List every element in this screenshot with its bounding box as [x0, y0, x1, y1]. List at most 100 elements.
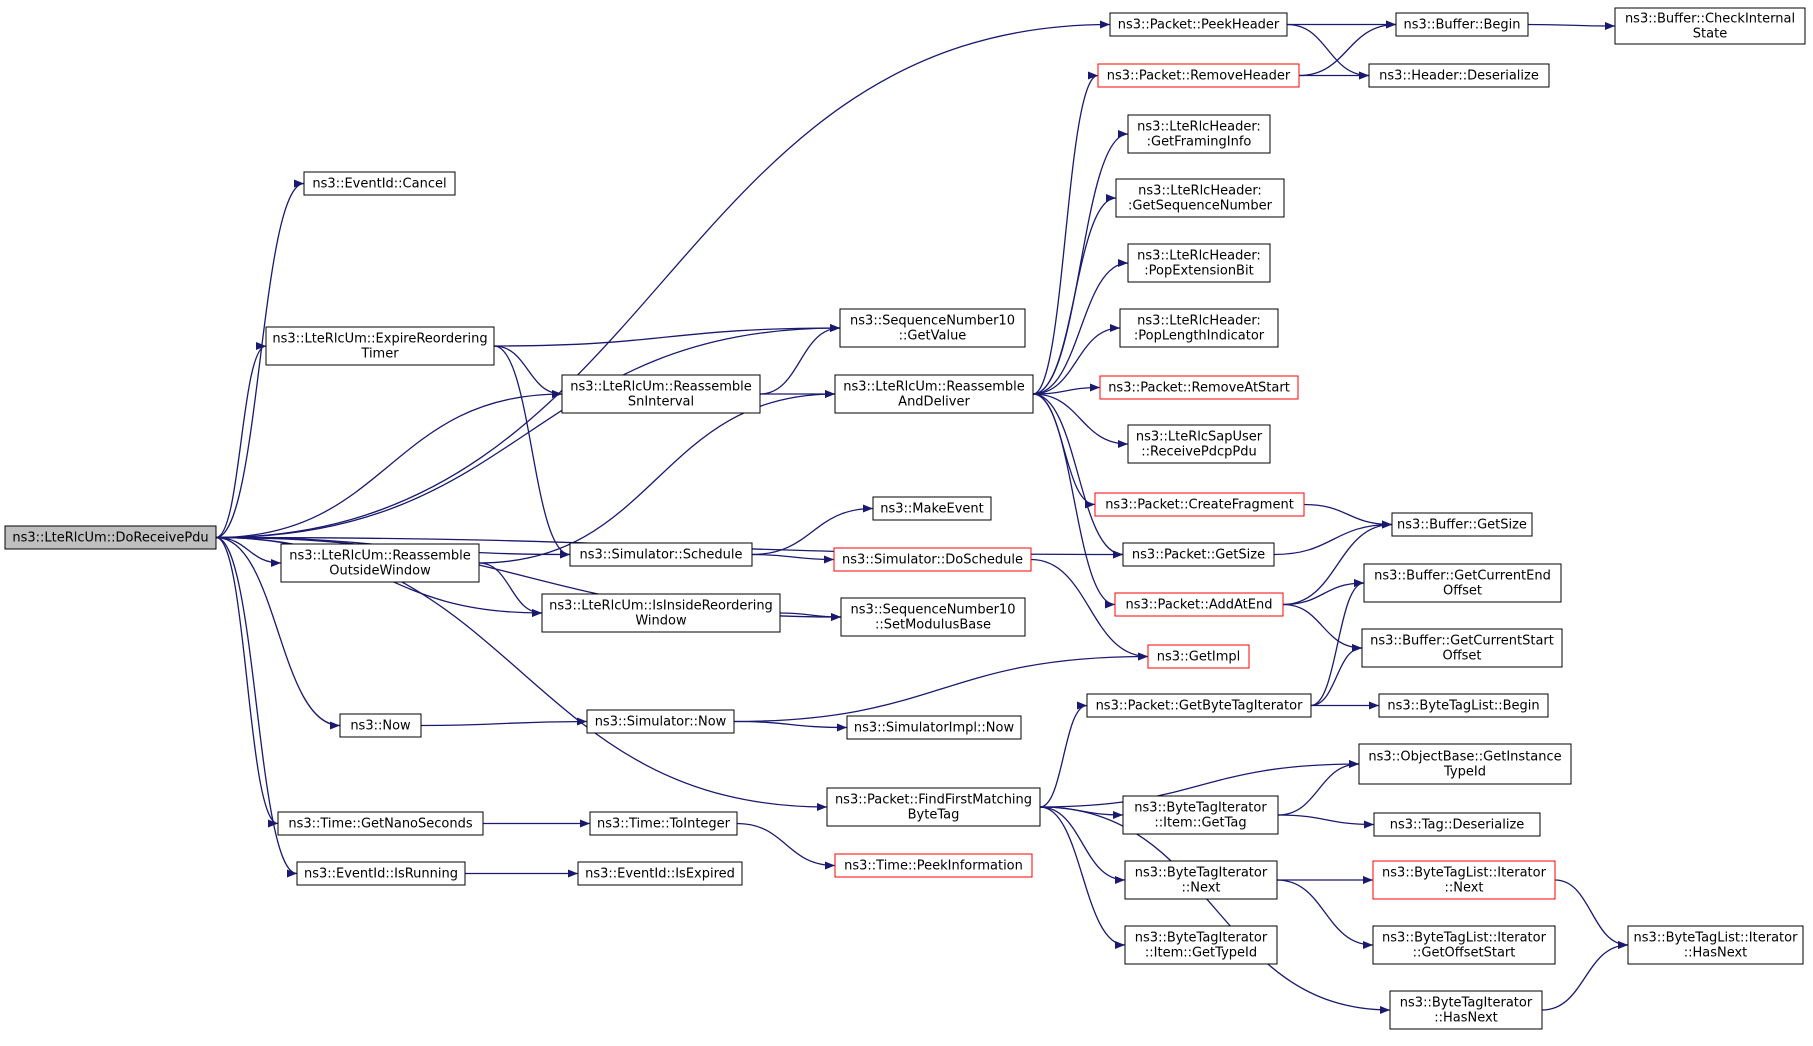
- node-label: ns3::Tag::Deserialize: [1390, 818, 1525, 833]
- node-sim-do-schedule[interactable]: ns3::Simulator::DoSchedule: [833, 547, 1032, 572]
- node-time-to-integer[interactable]: ns3::Time::ToInteger: [589, 811, 738, 836]
- node-label: ns3::ByteTagIterator: [1135, 931, 1268, 946]
- node-label: ::Next: [1181, 881, 1220, 896]
- edge-find-first-matching-byte-tag-to-item-get-type-id: [1039, 806, 1126, 949]
- node-label: ns3::Packet::RemoveAtStart: [1108, 381, 1290, 396]
- node-box: [1124, 925, 1278, 965]
- nodes-layer: ns3::LteRlcUm::DoReceivePduns3::Packet::…: [4, 7, 1806, 1030]
- node-packet-get-size[interactable]: ns3::Packet::GetSize: [1122, 542, 1275, 567]
- node-ns-now[interactable]: ns3::Now: [339, 713, 422, 738]
- node-sim-schedule[interactable]: ns3::Simulator::Schedule: [569, 542, 753, 567]
- node-byte-tag-list-begin[interactable]: ns3::ByteTagList::Begin: [1378, 693, 1549, 718]
- node-box: [586, 709, 735, 734]
- node-label: ::Item::GetTypeId: [1145, 946, 1257, 961]
- node-event-id-cancel[interactable]: ns3::EventId::Cancel: [303, 171, 456, 196]
- node-peek-header[interactable]: ns3::Packet::PeekHeader: [1109, 12, 1288, 37]
- edge-reassemble-and-deliver-to-remove-header: [1032, 71, 1099, 395]
- edge-find-first-matching-byte-tag-to-get-instance-type-id: [1039, 760, 1360, 808]
- edge-peek-header-to-header-deserialize: [1286, 23, 1370, 80]
- node-add-at-end[interactable]: ns3::Packet::AddAtEnd: [1114, 592, 1284, 617]
- node-item-get-tag[interactable]: ns3::ByteTagIterator::Item::GetTag: [1122, 795, 1279, 835]
- edge-sim-schedule-to-sim-do-schedule: [751, 553, 835, 564]
- node-box: [569, 542, 753, 567]
- edge-add-at-end-to-buffer-get-size: [1282, 520, 1393, 606]
- node-label: ns3::ByteTagList::Begin: [1387, 699, 1539, 714]
- node-sim-impl-now[interactable]: ns3::SimulatorImpl::Now: [846, 715, 1022, 740]
- node-box: [1395, 12, 1529, 37]
- node-seq-get-value[interactable]: ns3::SequenceNumber10::GetValue: [839, 308, 1026, 348]
- node-label: ns3::GetImpl: [1157, 650, 1241, 665]
- node-pop-extension-bit[interactable]: ns3::LteRlcHeader::PopExtensionBit: [1127, 243, 1271, 283]
- edge-byte-tag-list-iter-next-to-byte-tag-list-iter-has-next: [1554, 879, 1629, 949]
- node-byte-tag-iter-has-next[interactable]: ns3::ByteTagIterator::HasNext: [1389, 990, 1543, 1030]
- node-label: :PopLengthIndicator: [1134, 329, 1265, 344]
- edge-is-inside-reordering-window-to-set-modulus-base: [779, 612, 842, 621]
- node-get-framing-info[interactable]: ns3::LteRlcHeader::GetFramingInfo: [1127, 114, 1271, 154]
- node-sim-now[interactable]: ns3::Simulator::Now: [586, 709, 735, 734]
- node-label: ns3::Simulator::Now: [595, 715, 727, 730]
- node-label: ns3::ByteTagList::Iterator: [1634, 931, 1799, 946]
- node-pop-length-indicator[interactable]: ns3::LteRlcHeader::PopLengthIndicator: [1119, 308, 1279, 348]
- node-box: [1122, 542, 1275, 567]
- node-remove-at-start[interactable]: ns3::Packet::RemoveAtStart: [1099, 375, 1299, 400]
- node-byte-tag-iter-next[interactable]: ns3::ByteTagIterator::Next: [1124, 860, 1278, 900]
- edge-reassemble-outside-window-to-is-inside-reordering-window: [478, 562, 543, 617]
- node-tag-deserialize[interactable]: ns3::Tag::Deserialize: [1373, 812, 1541, 837]
- node-set-modulus-base[interactable]: ns3::SequenceNumber10::SetModulusBase: [840, 597, 1026, 637]
- node-box: [840, 597, 1026, 637]
- node-label: ::HasNext: [1434, 1011, 1498, 1026]
- node-do-receive-pdu[interactable]: ns3::LteRlcUm::DoReceivePdu: [4, 525, 217, 550]
- node-label: ns3::LteRlcHeader:: [1137, 314, 1261, 329]
- node-buffer-begin[interactable]: ns3::Buffer::Begin: [1395, 12, 1529, 37]
- node-box: [1389, 990, 1543, 1030]
- node-box: [1099, 375, 1299, 400]
- edge-expire-reordering-timer-to-sim-schedule: [493, 345, 571, 559]
- edge-do-receive-pdu-to-ns-now: [215, 536, 341, 730]
- node-get-impl[interactable]: ns3::GetImpl: [1147, 644, 1250, 669]
- node-get-byte-tag-iterator[interactable]: ns3::Packet::GetByteTagIterator: [1086, 693, 1312, 718]
- edge-reassemble-sn-interval-to-seq-get-value: [759, 324, 841, 395]
- node-box: [1115, 178, 1285, 218]
- edge-sim-now-to-sim-impl-now: [733, 720, 848, 732]
- node-box: [4, 525, 217, 550]
- node-box: [280, 543, 480, 583]
- node-event-is-running[interactable]: ns3::EventId::IsRunning: [296, 861, 466, 886]
- node-byte-tag-list-iter-next[interactable]: ns3::ByteTagList::Iterator::Next: [1372, 860, 1556, 900]
- node-label: ns3::LteRlcUm::Reassemble: [289, 549, 471, 564]
- edge-buffer-begin-to-check-internal-state: [1527, 21, 1616, 30]
- node-header-deserialize[interactable]: ns3::Header::Deserialize: [1368, 63, 1550, 88]
- node-box: [589, 811, 738, 836]
- node-get-offset-start[interactable]: ns3::ByteTagList::Iterator::GetOffsetSta…: [1372, 925, 1556, 965]
- node-buffer-get-size[interactable]: ns3::Buffer::GetSize: [1391, 512, 1533, 537]
- node-item-get-type-id[interactable]: ns3::ByteTagIterator::Item::GetTypeId: [1124, 925, 1278, 965]
- node-make-event[interactable]: ns3::MakeEvent: [872, 496, 992, 521]
- node-peek-information[interactable]: ns3::Time::PeekInformation: [834, 853, 1033, 878]
- node-label: ns3::LteRlcSapUser: [1136, 430, 1263, 445]
- edge-reassemble-and-deliver-to-get-sequence-number: [1032, 194, 1117, 395]
- node-label: ns3::Buffer::GetSize: [1397, 518, 1527, 533]
- node-receive-pdcp-pdu[interactable]: ns3::LteRlcSapUser::ReceivePdcpPdu: [1127, 424, 1271, 464]
- edge-sim-now-to-get-impl: [733, 652, 1149, 723]
- node-event-is-expired[interactable]: ns3::EventId::IsExpired: [577, 861, 743, 886]
- edge-do-receive-pdu-to-seq-get-value: [215, 324, 841, 539]
- edge-ns-now-to-sim-now: [420, 717, 588, 727]
- node-get-sequence-number[interactable]: ns3::LteRlcHeader::GetSequenceNumber: [1115, 178, 1285, 218]
- edge-reassemble-and-deliver-to-packet-get-size: [1032, 393, 1124, 559]
- node-get-nano-seconds[interactable]: ns3::Time::GetNanoSeconds: [277, 811, 484, 836]
- node-byte-tag-list-iter-has-next[interactable]: ns3::ByteTagList::Iterator::HasNext: [1627, 925, 1804, 965]
- node-create-fragment[interactable]: ns3::Packet::CreateFragment: [1094, 492, 1305, 517]
- node-label: ns3::ByteTagIterator: [1134, 801, 1267, 816]
- edge-find-first-matching-byte-tag-to-byte-tag-iter-has-next: [1039, 806, 1391, 1014]
- node-remove-header[interactable]: ns3::Packet::RemoveHeader: [1097, 63, 1300, 88]
- edge-find-first-matching-byte-tag-to-byte-tag-iter-next: [1039, 806, 1126, 884]
